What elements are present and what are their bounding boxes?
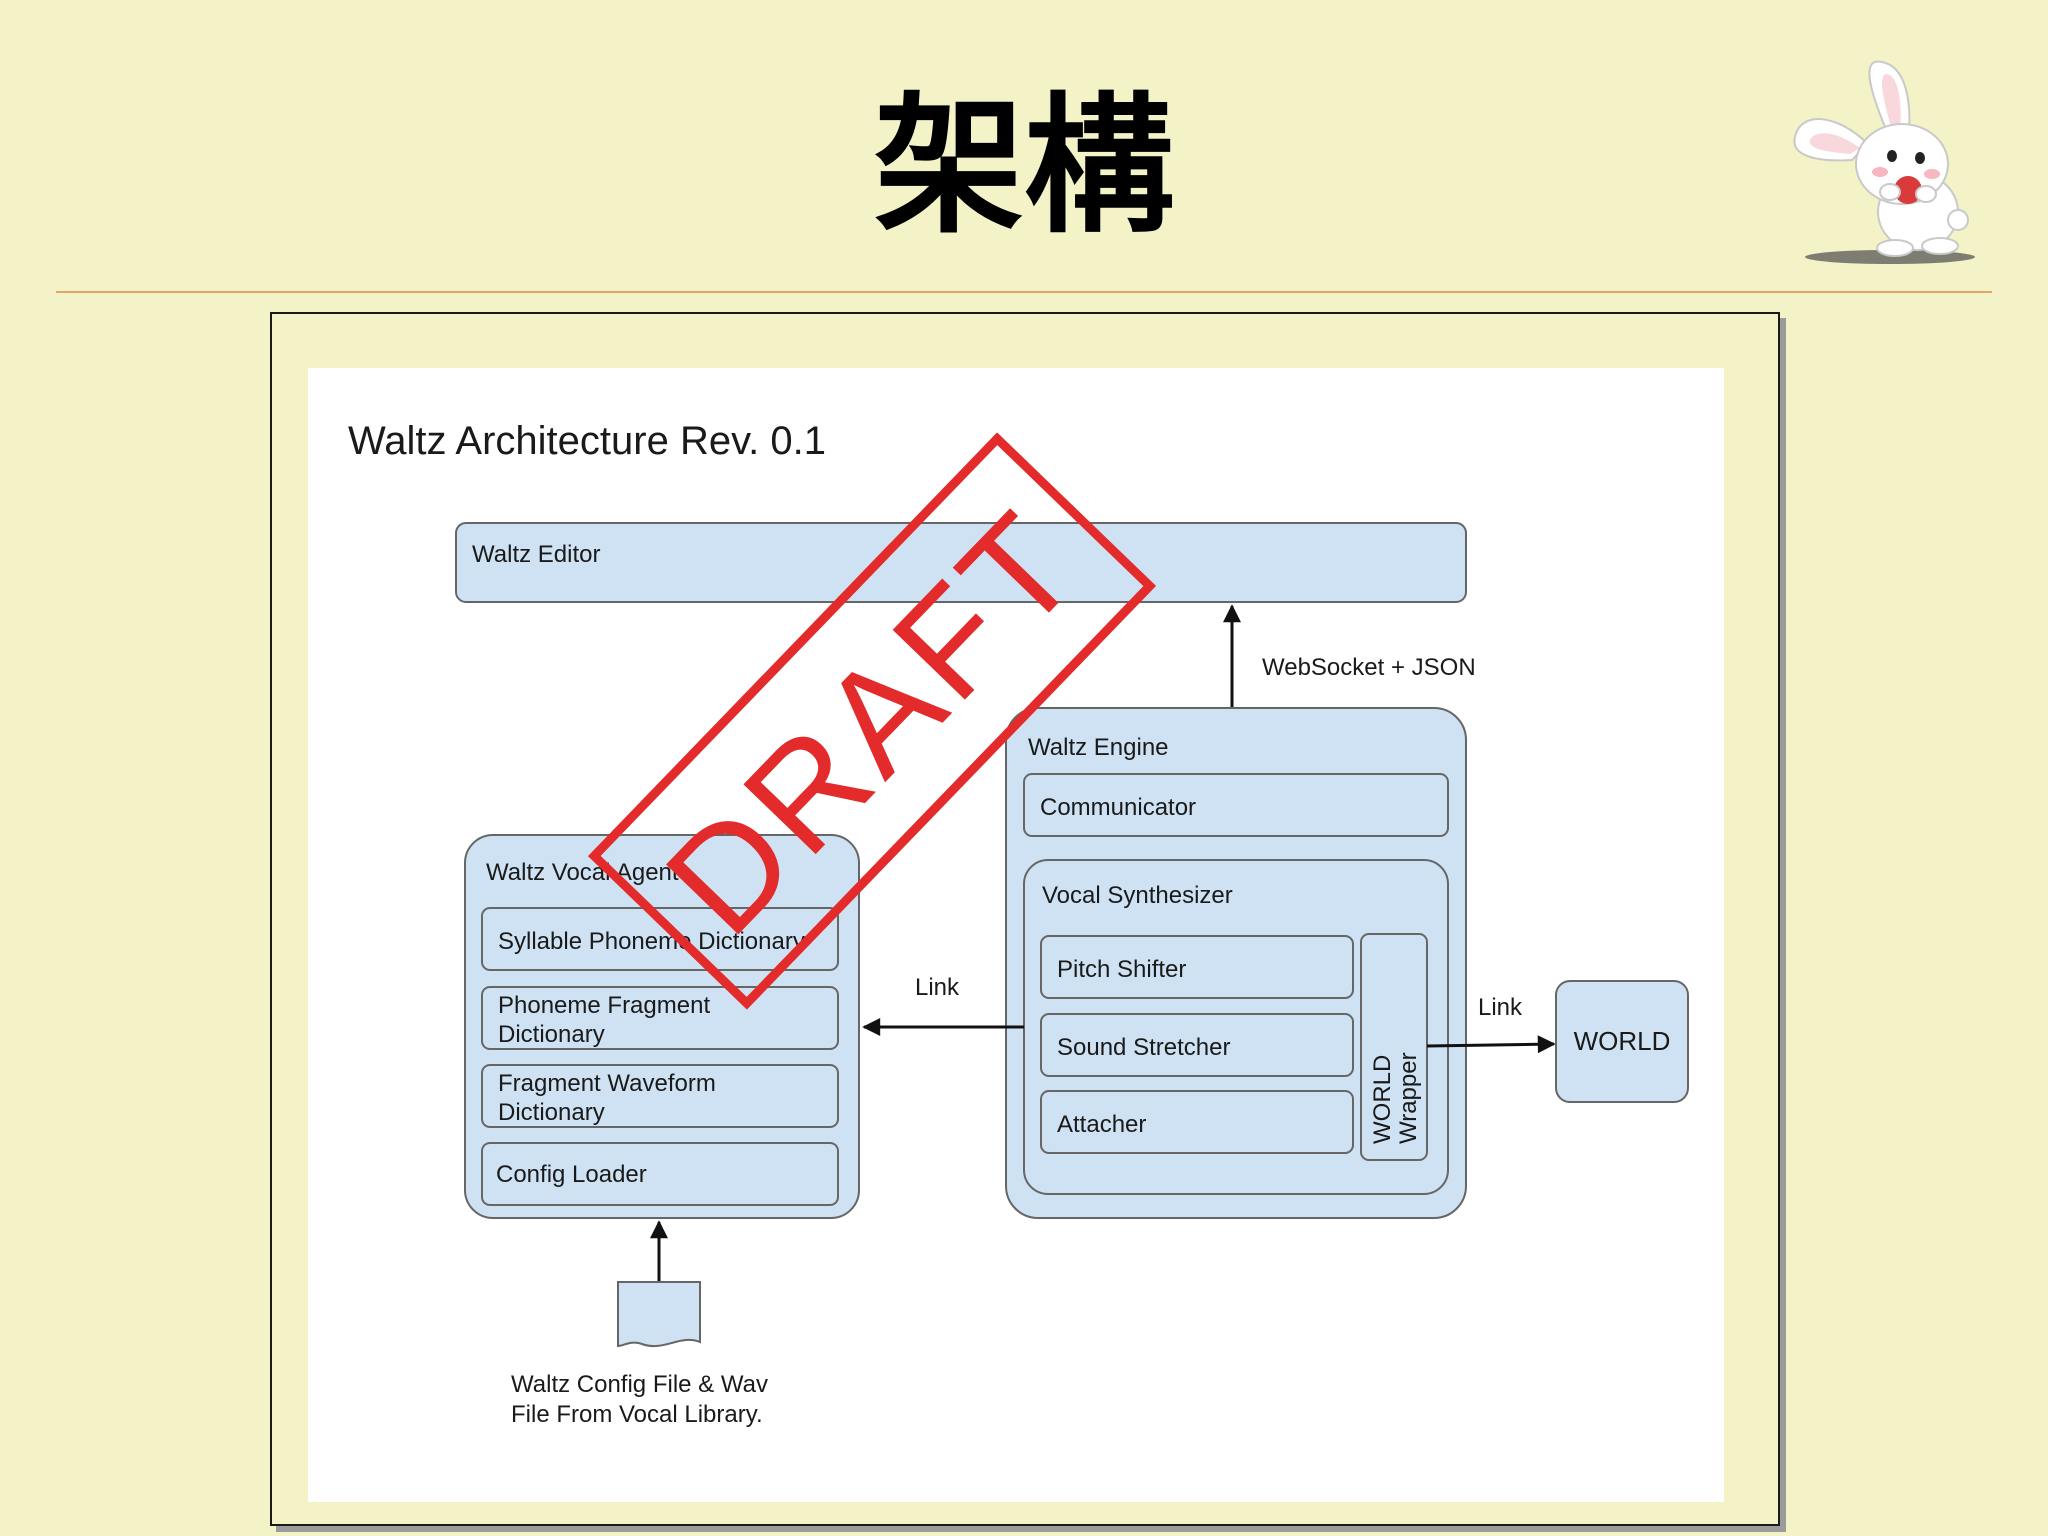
config-file-caption-line1: Waltz Config File & Wav <box>511 1371 768 1398</box>
config-file-caption-line2: File From Vocal Library. <box>511 1401 763 1428</box>
config-loader-box <box>481 1142 839 1206</box>
config-loader-label: Config Loader <box>496 1161 647 1188</box>
syllable-phoneme-dictionary-label: Syllable Phoneme Dictionary <box>498 928 805 955</box>
sound-stretcher-label: Sound Stretcher <box>1057 1034 1230 1061</box>
vocal-agent-label: Waltz Vocal Agent <box>486 859 679 886</box>
communicator-label: Communicator <box>1040 794 1196 821</box>
sound-stretcher-box <box>1040 1013 1354 1077</box>
title-divider <box>56 291 1992 293</box>
fragment-waveform-dictionary-box <box>481 1064 839 1128</box>
waltz-engine-label: Waltz Engine <box>1028 734 1169 761</box>
phoneme-fragment-dictionary-line2: Dictionary <box>498 1021 605 1048</box>
slide-title: 架構 <box>873 80 1174 254</box>
link-to-vocal-agent-label: Link <box>915 974 960 1001</box>
waltz-editor-box <box>455 522 1467 603</box>
document-icon <box>617 1281 701 1348</box>
syllable-phoneme-dictionary-box <box>481 907 839 971</box>
diagram-title: Waltz Architecture Rev. 0.1 <box>348 419 826 463</box>
attacher-box <box>1040 1090 1354 1154</box>
vocal-synthesizer-label: Vocal Synthesizer <box>1042 882 1233 909</box>
waltz-editor-label: Waltz Editor <box>472 541 600 568</box>
fragment-waveform-dictionary-line1: Fragment Waveform <box>498 1070 716 1097</box>
phoneme-fragment-dictionary-line1: Phoneme Fragment <box>498 992 710 1019</box>
world-wrapper-label-line1: WORLD <box>1369 1055 1396 1144</box>
world-wrapper-label-line2: Wrapper <box>1395 1052 1422 1144</box>
link-to-world-arrow <box>1426 1035 1556 1054</box>
world-wrapper-box <box>1360 933 1428 1161</box>
rabbit-mascot-icon <box>1790 52 2010 282</box>
fragment-waveform-dictionary-line2: Dictionary <box>498 1099 605 1126</box>
websocket-label: WebSocket + JSON <box>1262 654 1476 681</box>
communicator-box <box>1023 773 1449 837</box>
architecture-diagram: Waltz Architecture Rev. 0.1 Waltz Editor… <box>308 368 1724 1502</box>
pitch-shifter-box <box>1040 935 1354 999</box>
pitch-shifter-label: Pitch Shifter <box>1057 956 1186 983</box>
link-to-world-label: Link <box>1478 994 1523 1021</box>
world-label: WORLD <box>1574 1026 1671 1056</box>
attacher-label: Attacher <box>1057 1111 1146 1138</box>
world-box <box>1555 980 1689 1103</box>
